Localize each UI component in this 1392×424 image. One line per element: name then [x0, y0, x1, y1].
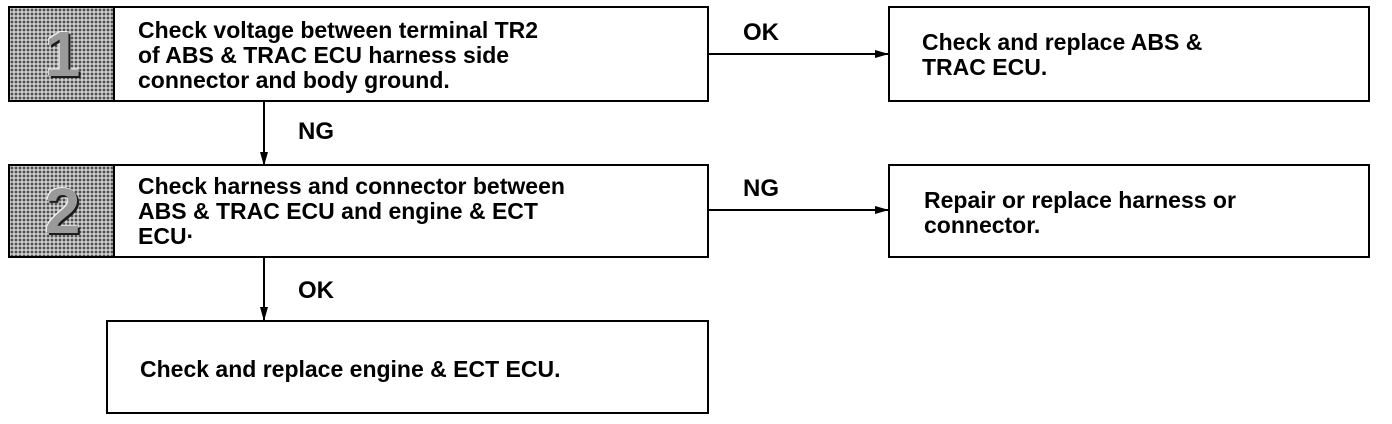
step-2-number: 2 — [44, 175, 81, 247]
step-2-ng-label: NG — [743, 175, 779, 202]
result-step1-ok-text: Check and replace ABS & TRAC ECU. — [922, 29, 1203, 80]
step-2-number-badge: 2 — [10, 166, 115, 256]
step-1-number: 1 — [44, 18, 81, 90]
step-1-number-badge: 1 — [10, 8, 115, 100]
result-step2-ng-text: Repair or replace harness or connector. — [924, 187, 1236, 238]
step-1-text: Check voltage between terminal TR2 of AB… — [138, 17, 539, 93]
step-1-ng-label: NG — [298, 118, 334, 145]
step-1-box: 1 Check voltage between terminal TR2 of … — [8, 6, 709, 102]
result-step2-ng-box: Repair or replace harness or connector. — [888, 164, 1370, 258]
result-step1-ok-box: Check and replace ABS & TRAC ECU. — [888, 6, 1370, 102]
step-2-ok-label: OK — [298, 277, 334, 304]
step-1-ok-label: OK — [743, 19, 779, 46]
step-2-text: Check harness and connector between ABS … — [138, 173, 565, 249]
result-step2-ok-box: Check and replace engine & ECT ECU. — [106, 320, 709, 414]
step-2-box: 2 Check harness and connector between AB… — [8, 164, 709, 258]
result-step2-ok-text: Check and replace engine & ECT ECU. — [140, 356, 561, 382]
